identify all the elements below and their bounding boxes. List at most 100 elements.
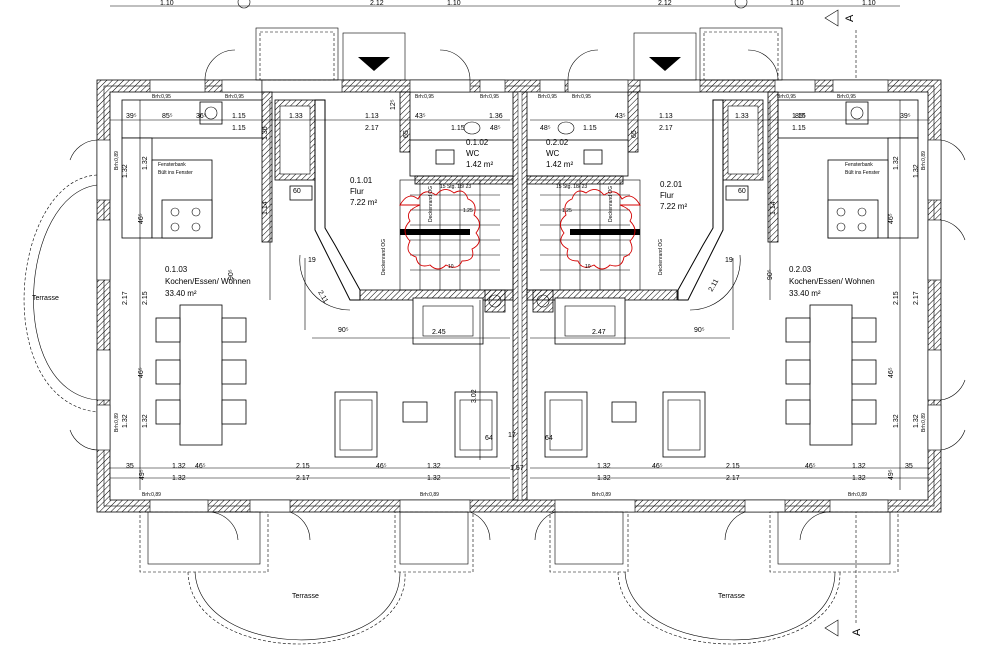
dim-17: 17 (508, 432, 516, 439)
window-label-side-4: Brh:0,89 (921, 413, 927, 432)
dim-top-1: 1.10 (160, 0, 174, 7)
dim-302: 3.02 (471, 389, 478, 403)
dim-115-r: 1.15 (583, 125, 597, 132)
dim-64-r: 64 (545, 435, 553, 442)
room-flur2-number: 0.2.01 (660, 180, 683, 189)
dim-247: 2.47 (592, 329, 606, 336)
dim-245: 2.45 (432, 329, 446, 336)
dim-49-l: 49⁵ (139, 469, 146, 480)
dim-132-lv2: 1.32 (142, 414, 149, 428)
dim-132-rh1: 1.32 (597, 463, 611, 470)
interior-door-swings (299, 254, 741, 330)
dimension-lines (110, 100, 930, 490)
stairs-left-note-1: Deckenrand OG (428, 186, 434, 222)
fensterbank-right-2: Bült ins Fenster (845, 170, 880, 176)
dim-top-6: 1.10 (862, 0, 876, 7)
dim-top-3: 1.10 (447, 0, 461, 7)
dim-116-l: 1.15 (232, 125, 246, 132)
window-label-side-2: Brh:0,89 (114, 413, 120, 432)
dimension-texts: 1.13 2.17 1.15 1.15 1.15 1.36 1.13 2.17 … (122, 99, 920, 482)
dim-35-r: 35 (905, 463, 913, 470)
dim-43-r: 43⁵ (615, 113, 626, 120)
window-label-top-2: Brh:0,95 (225, 94, 244, 100)
dim-132-lv4: 1.32 (122, 164, 129, 178)
room-wc2-number: 0.2.02 (546, 138, 569, 147)
stairs-left: 15 Stg. 18/ 23 1.25 10 Deckenrand OG Dec… (381, 179, 514, 291)
dining-left (155, 304, 247, 446)
dim-132-rv3: 1.32 (913, 414, 920, 428)
dim-217-lh: 2.17 (296, 475, 310, 482)
window-label-top-6: Brh:0,95 (572, 94, 591, 100)
right-side-doors (940, 139, 966, 451)
dim-115-l: 1.15 (232, 113, 246, 120)
room-wc1-name: WC (466, 149, 480, 158)
dim-133-l: 1.33 (289, 113, 303, 120)
dim-85-l: 85⁵ (162, 113, 173, 120)
dim-46-lv1: 46⁵ (138, 213, 145, 224)
section-label-bottom: A (851, 628, 863, 636)
room-living1-number: 0.1.03 (165, 265, 188, 274)
fensterbank-right-1: Fensterbank (845, 162, 873, 168)
dim-113-l: 1.13 (365, 113, 379, 120)
dim-215-rv: 2.15 (893, 291, 900, 305)
stairs-left-run: 10 (448, 264, 454, 270)
dim-46-rv1: 46⁵ (888, 213, 895, 224)
dim-215-lv: 2.15 (142, 291, 149, 305)
dim-top-5: 1.10 (790, 0, 804, 7)
dim-85-r: 85⁵ (795, 113, 806, 120)
dim-46-rv2: 46⁵ (888, 367, 895, 378)
dim-60-r: 60 (738, 188, 746, 195)
dim-215-lh: 2.15 (296, 463, 310, 470)
dim-60-l: 60 (293, 188, 301, 195)
room-living2-name: Kochen/Essen/ Wohnen (789, 277, 875, 286)
dim-132-rh3: 1.32 (852, 463, 866, 470)
bottom-terraces: Terrasse Terrasse (139, 511, 899, 645)
dim-49-r: 49⁵ (888, 469, 895, 480)
fensterbank-left-2: Bült ins Fenster (158, 170, 193, 176)
dining-right (785, 304, 877, 446)
fensterbank-left-1: Fensterbank (158, 162, 186, 168)
window-label-top-5: Brh:0,95 (538, 94, 557, 100)
dim-64-l: 64 (485, 435, 493, 442)
dim-top-4: 2.12 (658, 0, 672, 7)
window-label-top-3: Brh:0,95 (415, 94, 434, 100)
window-label-bottom-3: Brh:0,89 (592, 492, 611, 498)
stairs-right-note-2: Deckenrand OG (658, 239, 664, 275)
dim-90-r: 90⁵ (694, 327, 705, 334)
stairs-left-width: 1.25 (463, 208, 473, 214)
room-wc1-area: 1.42 m² (466, 160, 493, 169)
dim-133-r: 1.33 (735, 113, 749, 120)
room-wc2-area: 1.42 m² (546, 160, 573, 169)
dim-217-lv: 2.17 (122, 291, 129, 305)
dim-132-rv4: 1.32 (913, 164, 920, 178)
dim-65-r: 65 (631, 130, 638, 138)
entrance-canopies (204, 27, 783, 81)
stairs-right-note-1: Deckenrand OG (608, 186, 614, 222)
dim-36-l: 36⁵ (196, 113, 207, 120)
dim-116-r: 1.15 (792, 125, 806, 132)
room-wc2-name: WC (546, 149, 560, 158)
kitchen-left: Fensterbank Bült ins Fenster (121, 99, 263, 239)
stairs-right: 15 Stg. 18/ 23 1.25 10 Deckenrand OG Dec… (526, 179, 664, 291)
dim-132-lh2: 1.32 (172, 475, 186, 482)
dim-217-r: 2.17 (659, 125, 673, 132)
window-label-bottom-4: Brh:0,89 (848, 492, 867, 498)
window-label-bottom-1: Brh:0,89 (142, 492, 161, 498)
dim-46-r2: 46⁵ (805, 463, 816, 470)
room-living2-area: 33.40 m² (789, 289, 821, 298)
dim-46-r1: 46⁵ (652, 463, 663, 470)
terrace-left-label: Terrasse (32, 295, 59, 302)
dim-132-lh1: 1.32 (172, 463, 186, 470)
room-flur1-number: 0.1.01 (350, 176, 373, 185)
dim-65-l: 65 (403, 130, 410, 138)
dim-90-rv: 90⁵ (767, 269, 774, 280)
dim-114-l: 1.14 (262, 201, 269, 215)
dim-132-lh3: 1.32 (427, 463, 441, 470)
dim-157: 1.57 (510, 465, 524, 472)
section-marker-bottom: A (824, 619, 863, 637)
dim-217-rh: 2.17 (726, 475, 740, 482)
room-labels: 0.1.01 Flur 7.22 m² 0.1.02 WC 1.42 m² 0.… (165, 138, 875, 298)
dim-48-r: 48⁵ (540, 125, 551, 132)
terrace-bottom-left-label: Terrasse (292, 593, 319, 600)
